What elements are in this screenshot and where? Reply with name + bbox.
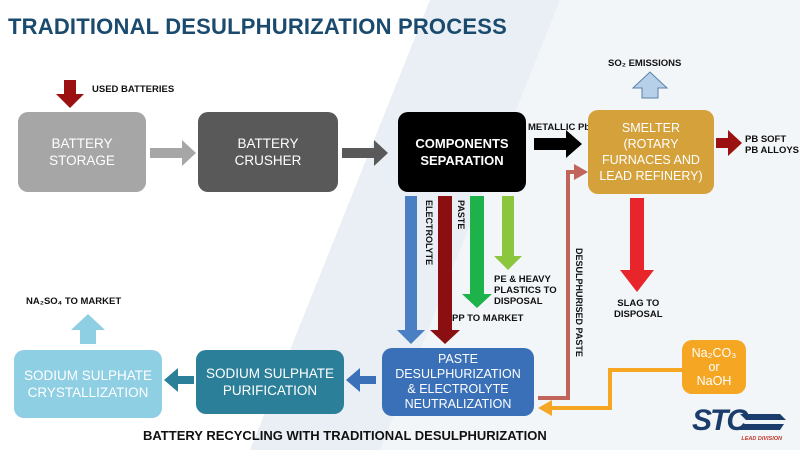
slag-label: SLAG TO DISPOSAL xyxy=(614,298,663,320)
crystallization-text: SODIUM SULPHATE CRYSTALLIZATION xyxy=(23,368,153,400)
pb-soft-arrow xyxy=(716,130,742,156)
paste-arrow xyxy=(430,196,460,344)
battery-storage-box: BATTERY STORAGE xyxy=(18,112,146,192)
stc-logo-subtitle: LEAD DIVISION xyxy=(741,436,782,442)
battery-storage-text: BATTERY STORAGE xyxy=(49,136,115,168)
so2-emissions-label: SO₂ EMISSIONS xyxy=(608,58,682,69)
reagent-na2co3: Na₂CO₃ xyxy=(691,346,737,360)
pb-soft-label: PB SOFT PB ALLOYS xyxy=(745,134,800,156)
electrolyte-arrow xyxy=(397,196,425,344)
pp-arrow xyxy=(462,196,492,308)
slag-arrow xyxy=(620,198,654,292)
so2-arrow xyxy=(631,71,669,99)
paste-desulphurization-box: PASTE DESULPHURIZATION & ELECTROLYTE NEU… xyxy=(382,348,534,416)
sodium-sulphate-purification-box: SODIUM SULPHATE PURIFICATION xyxy=(196,350,344,414)
components-separation-text: COMPONENTS SEPARATION xyxy=(415,136,509,168)
reagent-box: Na₂CO₃ or NaOH xyxy=(682,340,746,394)
paste-to-purification-arrow xyxy=(346,368,376,392)
desulphurised-paste-label: DESULPHURISED PASTE xyxy=(574,248,584,357)
purification-to-crystal-arrow xyxy=(164,368,194,392)
pp-to-market-label: PP TO MARKET xyxy=(452,313,524,324)
desulph-paste-line xyxy=(538,170,576,400)
storage-to-crusher-arrow xyxy=(150,140,196,166)
smelter-text: SMELTER (ROTARY FURNACES AND LEAD REFINE… xyxy=(599,121,703,183)
paste-stream-label: PASTE xyxy=(456,200,466,230)
logo-swoosh-icon xyxy=(740,414,786,430)
footer-caption: BATTERY RECYCLING WITH TRADITIONAL DESUL… xyxy=(143,428,547,443)
metallic-pb-arrow xyxy=(534,130,582,158)
smelter-box: SMELTER (ROTARY FURNACES AND LEAD REFINE… xyxy=(588,110,714,194)
pe-heavy-plastics-label: PE & HEAVY PLASTICS TO DISPOSAL xyxy=(494,274,557,307)
reagent-line xyxy=(550,368,682,410)
components-separation-box: COMPONENTS SEPARATION xyxy=(398,112,526,192)
reagent-naoh: NaOH xyxy=(696,374,732,388)
pe-arrow xyxy=(494,196,522,270)
used-batteries-arrow xyxy=(56,80,84,108)
metallic-pb-label: METALLIC Pb xyxy=(528,122,591,133)
sodium-sulphate-crystallization-box: SODIUM SULPHATE CRYSTALLIZATION xyxy=(14,350,162,418)
page-title: TRADITIONAL DESULPHURIZATION PROCESS xyxy=(8,14,507,39)
electrolyte-label: ELECTROLYTE xyxy=(424,200,434,266)
paste-desulphurization-text: PASTE DESULPHURIZATION & ELECTROLYTE NEU… xyxy=(395,352,521,411)
purification-text: SODIUM SULPHATE PURIFICATION xyxy=(205,366,335,398)
reagent-or: or xyxy=(708,360,720,374)
battery-crusher-text: BATTERY CRUSHER xyxy=(234,136,302,168)
crusher-to-separation-arrow xyxy=(342,140,388,166)
na2so4-arrow xyxy=(71,314,105,344)
na2so4-to-market-label: NA₂SO₄ TO MARKET xyxy=(26,296,122,307)
stc-logo: STC LEAD DIVISION xyxy=(690,404,790,442)
battery-crusher-box: BATTERY CRUSHER xyxy=(198,112,338,192)
used-batteries-label: USED BATTERIES xyxy=(92,84,175,95)
stc-logo-text: STC xyxy=(692,404,748,437)
